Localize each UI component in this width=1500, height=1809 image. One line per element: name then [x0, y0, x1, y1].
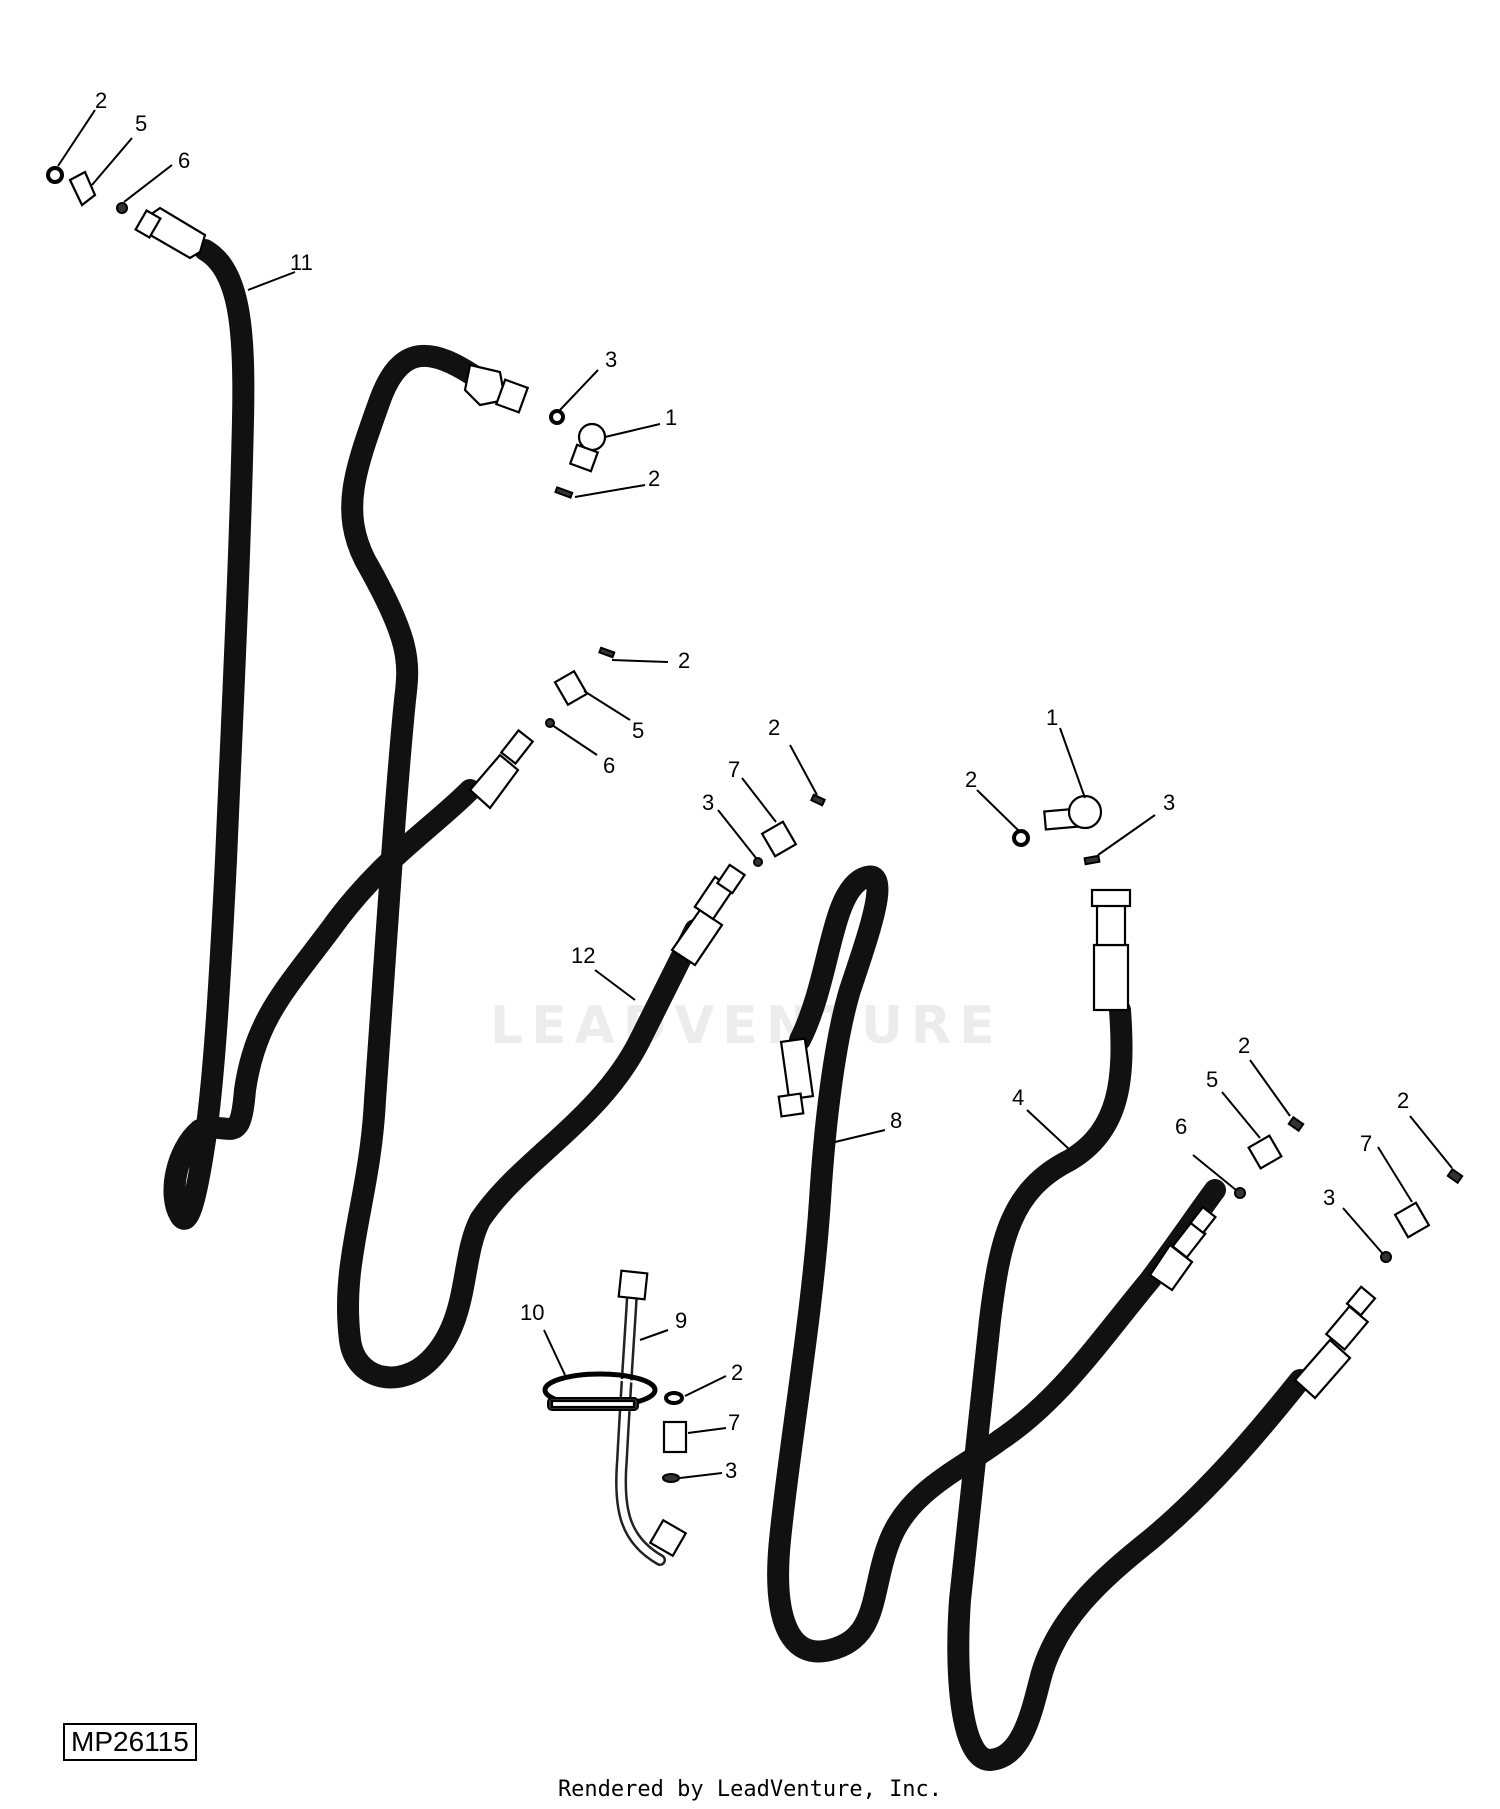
o-ring-2g: [1446, 1167, 1464, 1185]
callout-11: 11: [290, 250, 313, 275]
hose-4: [947, 999, 1311, 1771]
callout-6c: 6: [1175, 1114, 1187, 1139]
callout-2c: 2: [678, 648, 690, 673]
callout-9: 9: [675, 1308, 687, 1333]
callout-2f: 2: [1238, 1033, 1250, 1058]
hose-8: [767, 865, 1226, 1663]
callout-6a: 6: [178, 148, 190, 173]
callout-7a: 7: [728, 757, 740, 782]
callout-5b: 5: [632, 718, 644, 743]
seal-6c: [1234, 1187, 1246, 1199]
hose-4-top-fitting: [1090, 888, 1132, 1012]
tube-9: [614, 1269, 688, 1566]
callout-2d: 2: [768, 715, 780, 740]
watermark: LEADVENTURE: [490, 996, 1003, 1056]
callouts: 2 5 6 11 3 1 2 2 5 6 2 7 3 12 1 2 3 8 4 …: [95, 88, 1409, 1483]
callout-8: 8: [890, 1108, 902, 1133]
adapter-7b: [1393, 1201, 1431, 1239]
hose-4-end-fitting: [1293, 1285, 1377, 1400]
adapter-7a: [760, 820, 798, 858]
leader-lines: [57, 109, 1453, 1479]
adapter-5b: [553, 669, 589, 707]
callout-2e: 2: [965, 767, 977, 792]
callout-2b: 2: [648, 466, 660, 491]
callout-6b: 6: [603, 753, 615, 778]
hose-11-lower-fitting: [463, 363, 530, 414]
seal-3e: [662, 1473, 680, 1483]
hose-12-fitting: [670, 863, 747, 967]
o-ring-2f: [1287, 1115, 1305, 1133]
callout-3d: 3: [1323, 1185, 1335, 1210]
callout-2g: 2: [1397, 1088, 1409, 1113]
seal-3b: [753, 857, 763, 867]
adapter-5c: [1247, 1134, 1283, 1170]
o-ring-2a: [46, 166, 64, 184]
adapter-7c: [662, 1420, 688, 1454]
callout-7b: 7: [1360, 1131, 1372, 1156]
callout-4: 4: [1012, 1085, 1024, 1110]
callout-5c: 5: [1206, 1067, 1218, 1092]
callout-3c: 3: [1163, 790, 1175, 815]
hose-11: [163, 239, 706, 1389]
adapter-5a: [68, 170, 97, 207]
callout-12: 12: [571, 943, 595, 968]
hose-8-end-fitting: [1148, 1205, 1218, 1292]
footer-credit: Rendered by LeadVenture, Inc.: [557, 1777, 943, 1802]
o-ring-3a: [549, 409, 565, 425]
callout-2a: 2: [95, 88, 107, 113]
o-ring-2d: [809, 793, 827, 807]
callout-3a: 3: [605, 347, 617, 372]
callout-3e: 3: [725, 1458, 737, 1483]
o-ring-2b: [554, 486, 574, 499]
callout-5a: 5: [135, 111, 147, 136]
clamp-10: [542, 1371, 658, 1411]
seal-6a: [116, 202, 128, 214]
callout-1a: 1: [665, 405, 677, 430]
o-ring-2h: [664, 1391, 684, 1405]
hose-11-upper-fitting: [134, 206, 207, 260]
callout-2h: 2: [731, 1360, 743, 1385]
seal-3c: [1083, 854, 1101, 866]
o-ring-2e: [1012, 829, 1030, 847]
seal-3d: [1380, 1251, 1392, 1263]
hose-fitting-mid-left: [468, 728, 535, 810]
callout-7c: 7: [728, 1410, 740, 1435]
diagram-code-label: MP26115: [63, 1723, 197, 1761]
elbow-1a: [568, 422, 607, 473]
callout-3b: 3: [702, 790, 714, 815]
o-ring-2c: [598, 646, 616, 659]
hose-8-fitting: [777, 1037, 815, 1118]
elbow-1b: [1043, 794, 1103, 831]
callout-1b: 1: [1046, 705, 1058, 730]
callout-10: 10: [520, 1300, 544, 1325]
